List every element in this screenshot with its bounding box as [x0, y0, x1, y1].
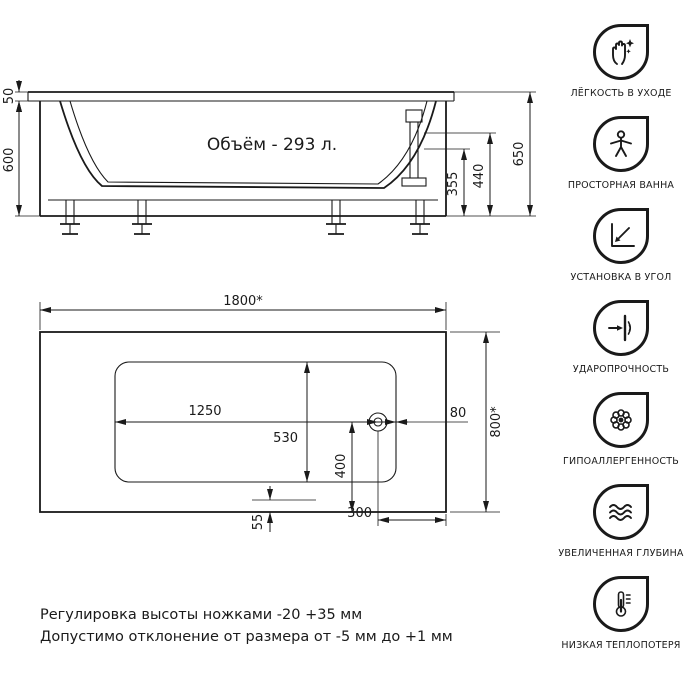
drain-fitting — [401, 177, 427, 187]
dim-label-length: 1800* — [223, 294, 263, 309]
leg-channels — [65, 200, 425, 224]
feature-badge — [592, 576, 649, 632]
dim-label-rim-height: 50 — [2, 88, 17, 105]
ext-lines-650 — [446, 91, 536, 217]
feature-corner-install: УСТАНОВКА В УГОЛ — [570, 208, 671, 283]
impact-icon — [608, 314, 632, 342]
feature-spacious: ПРОСТОРНАЯ ВАННА — [568, 116, 674, 191]
overflow-box — [405, 109, 423, 123]
feature-label: УСТАНОВКА В УГОЛ — [570, 272, 672, 283]
feature-label: ГИПОАЛЛЕРГЕННОСТЬ — [563, 456, 679, 467]
feature-label: НИЗКАЯ ТЕПЛОПОТЕРЯ — [561, 640, 681, 651]
flower-icon — [610, 409, 632, 431]
leg-screws — [69, 224, 421, 234]
ext-lines-1800 — [39, 302, 447, 330]
feature-label: ПРОСТОРНАЯ ВАННА — [567, 180, 675, 191]
side-view-drawing: Объём - 293 л. 50 600 650 440 355 — [2, 80, 536, 235]
dim-label-body-height: 600 — [2, 148, 17, 173]
feature-badge — [592, 24, 649, 80]
drain-pipe — [409, 122, 419, 178]
feature-low-heat-loss: НИЗКАЯ ТЕПЛОПОТЕРЯ — [561, 576, 680, 651]
feature-hypoallergenic: ГИПОАЛЛЕРГЕННОСТЬ — [563, 392, 679, 467]
note-leg-adjustment: Регулировка высоты ножками -20 +35 мм — [40, 607, 363, 623]
waves-icon — [609, 504, 632, 521]
feature-easy-care: ЛЁГКОСТЬ В УХОДЕ — [570, 24, 671, 99]
feature-label: УВЕЛИЧЕННАЯ ГЛУБИНА — [558, 548, 684, 559]
volume-label: Объём - 293 л. — [207, 135, 337, 155]
basin-inner-wall — [69, 100, 428, 185]
feature-badge — [592, 116, 649, 172]
dim-label-rim-step: 55 — [251, 514, 266, 531]
feature-badge — [593, 300, 649, 356]
note-size-tolerance: Допустимо отклонение от размера от -5 мм… — [40, 629, 453, 645]
tub-legs — [60, 200, 430, 235]
feature-label: УДАРОПРОЧНОСТЬ — [572, 364, 670, 375]
dim-label-width: 800* — [489, 406, 504, 438]
hand-sparkle-icon — [612, 39, 634, 65]
dim-label-basin-width: 530 — [273, 431, 298, 446]
feature-badge — [593, 484, 649, 540]
drain-assembly — [401, 109, 427, 187]
notes: Регулировка высоты ножками -20 +35 мм До… — [40, 604, 453, 648]
top-view-drawing: 1800* 800* 1250 80 530 400 300 — [39, 294, 504, 532]
thermometer-icon — [615, 591, 631, 617]
dim-label-depth-with-rim: 440 — [472, 164, 487, 189]
corner-icon — [611, 223, 635, 247]
dim-label-drain-from-side: 400 — [334, 454, 349, 479]
feature-extra-depth: УВЕЛИЧЕННАЯ ГЛУБИНА — [558, 484, 683, 559]
dim-label-inner-depth: 355 — [446, 172, 461, 197]
feature-column: ЛЁГКОСТЬ В УХОДЕ ПРОСТОРНАЯ ВАННА УСТАНО… — [546, 0, 696, 700]
feature-impact-resistance: УДАРОПРОЧНОСТЬ — [573, 300, 669, 375]
dim-label-total-height: 650 — [512, 142, 527, 167]
person-icon — [610, 130, 632, 157]
rim-bottom-line — [27, 92, 455, 102]
dim-label-drain-to-edge: 80 — [450, 406, 467, 421]
apron-outline — [39, 101, 447, 217]
dim-label-drain-from-end: 300 — [347, 506, 372, 521]
ext-lines-800 — [450, 331, 500, 513]
dim-label-basin-length: 1250 — [188, 404, 221, 419]
technical-drawing: Объём - 293 л. 50 600 650 440 355 — [2, 80, 536, 532]
feature-label: ЛЁГКОСТЬ В УХОДЕ — [570, 88, 672, 99]
feature-badge — [592, 392, 649, 448]
basin-outer-wall — [59, 100, 437, 189]
feature-badge — [592, 208, 649, 264]
